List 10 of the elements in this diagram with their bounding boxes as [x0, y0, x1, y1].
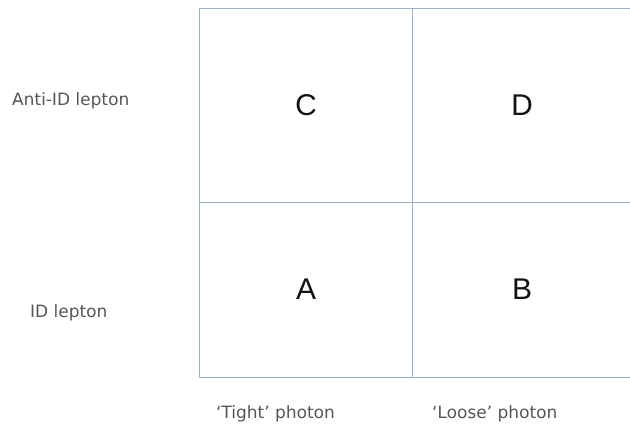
region-letter: C — [295, 88, 317, 122]
column-label: ‘Tight’ photon — [216, 403, 335, 423]
grid-region — [199, 202, 413, 378]
region-letter: D — [511, 88, 533, 122]
region-letter: B — [512, 273, 532, 307]
row-label: ID lepton — [30, 302, 108, 322]
row-label: Anti-ID lepton — [12, 90, 130, 110]
region-letter: A — [296, 273, 316, 307]
grid-region — [199, 8, 413, 203]
column-label: ‘Loose’ photon — [432, 403, 558, 423]
